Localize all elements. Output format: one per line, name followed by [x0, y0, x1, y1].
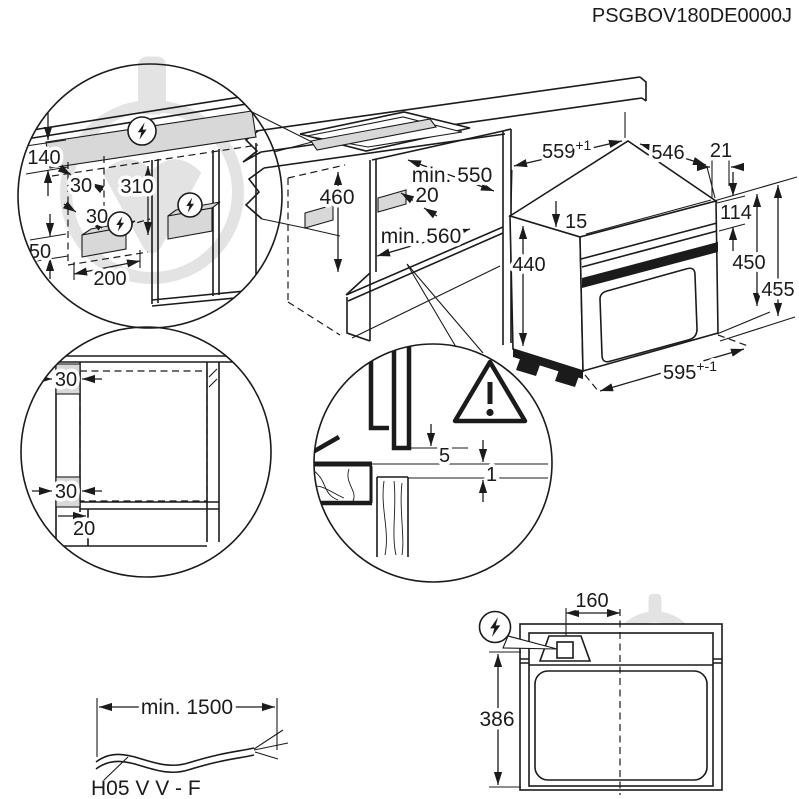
dim-30-top: 30: [70, 175, 92, 197]
dim-min-550: min. 550: [412, 164, 493, 187]
oven-view: 559+1 546 21 114 440 15 450 455 595+-1: [508, 112, 798, 393]
dim-450: 450: [732, 252, 765, 274]
dim-20-plinth: 20: [73, 518, 95, 540]
dim-30-inset-top: 30: [55, 369, 77, 391]
electrical-connection-icon: [478, 610, 512, 644]
dim-440: 440: [512, 254, 545, 276]
dim-min-1500: min. 1500: [141, 696, 233, 719]
dim-30-mid: 30: [86, 206, 108, 228]
dim-min-560: min. 560: [381, 225, 462, 248]
cable-view: min. 1500 H05 V V - F: [91, 693, 289, 799]
dim-455: 455: [761, 279, 794, 301]
dim-559: 559: [542, 141, 575, 163]
dim-5: 5: [439, 445, 450, 467]
dim-595-tolerance: +-1: [696, 358, 717, 374]
cable-type-label: H05 V V - F: [91, 777, 201, 799]
warning-icon: [452, 359, 528, 424]
detail-callout-wedge: [251, 111, 313, 153]
niche-view: 460 min. 550 20 min. 560: [242, 76, 647, 345]
electrical-connection-icon: [127, 116, 157, 146]
vent-callout-wedge: [406, 263, 484, 354]
dim-310: 310: [120, 176, 153, 198]
dim-50: 50: [29, 241, 51, 263]
svg-text:595+-1: 595+-1: [663, 358, 717, 384]
dim-114: 114: [720, 202, 752, 224]
svg-text:559+1: 559+1: [542, 137, 592, 163]
dim-546: 546: [651, 142, 684, 164]
dim-30-inset-bottom: 30: [55, 481, 77, 503]
dim-140: 140: [27, 147, 60, 169]
oven-door-window: [599, 267, 698, 363]
terminal-box: [556, 641, 574, 659]
dim-595: 595: [663, 362, 696, 384]
dim-386: 386: [479, 708, 514, 731]
cable-wire: [95, 747, 255, 766]
dim-200: 200: [93, 268, 126, 290]
dim-21: 21: [710, 140, 732, 162]
front-detail-circle: 30 30 20: [20, 326, 272, 578]
electrical-connection-icon: [107, 211, 133, 237]
electrical-detail-circle: 140 30 310 30 50 200: [17, 63, 283, 329]
dim-559-tolerance: +1: [575, 137, 591, 153]
dim-460: 460: [319, 186, 354, 209]
dim-1: 1: [486, 464, 497, 486]
top-view: 160 386: [476, 587, 723, 795]
dim-20-niche: 20: [415, 184, 438, 207]
product-code: PSGBOV180DE0000J: [592, 5, 792, 27]
electrical-connection-icon: [177, 192, 203, 218]
vent-detail-circle: 5 1: [313, 343, 553, 583]
dim-15: 15: [565, 211, 587, 233]
dim-160: 160: [575, 590, 608, 612]
